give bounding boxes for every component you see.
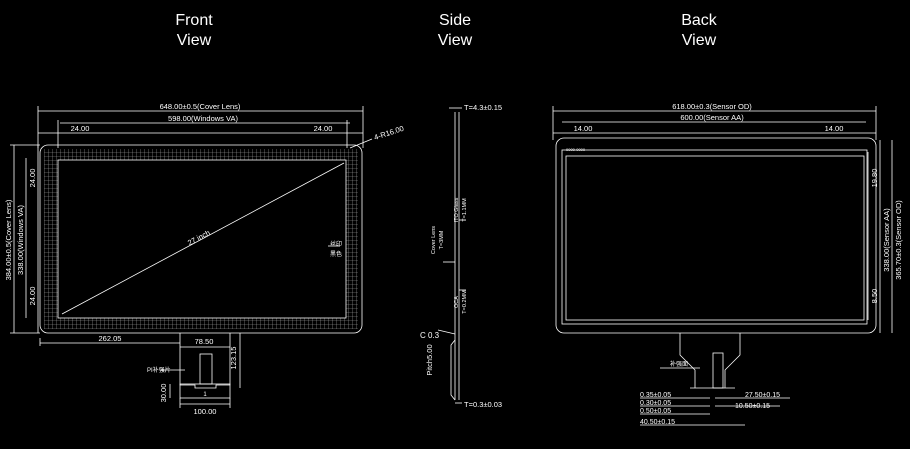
front-margin-top-label: 24.00 — [28, 169, 37, 188]
back-od-width-label: 618.00±0.3(Sensor OD) — [672, 102, 752, 111]
back-aa-height-label: 338.00(Sensor AA) — [882, 208, 891, 272]
front-silk-label-2: 黑色 — [330, 250, 342, 258]
front-fpc-slot — [199, 353, 213, 385]
front-va-width-label: 598.00(Windows VA) — [168, 114, 238, 123]
back-view-text: 618.00±0.3(Sensor OD) 600.00(Sensor AA) … — [566, 102, 903, 426]
front-fpc-outline — [179, 333, 231, 389]
back-dim-2: 0.30±0.05 — [640, 400, 671, 407]
back-od-height-label: 365.70±0.3(Sensor OD) — [894, 200, 903, 280]
front-viewing-area — [57, 159, 347, 319]
side-top-thickness-label: T=4.3±0.15 — [464, 103, 502, 112]
back-dim-right-1: 27.50±0.15 — [745, 392, 780, 399]
back-margin-left-label: 14.00 — [574, 124, 593, 133]
back-dim-1: 0.35±0.05 — [640, 392, 671, 399]
side-fpc-bend — [450, 339, 456, 401]
front-radius-leader — [349, 138, 373, 149]
back-fpc-slot — [712, 352, 724, 389]
front-view-title: Front View — [165, 11, 223, 51]
front-diagonal-line — [61, 162, 345, 315]
front-silk-label-1: 丝印 — [330, 240, 342, 248]
front-fpc-tail-height-label: 30.00 — [159, 384, 168, 403]
front-fpc-tail-width-label: 100.00 — [194, 407, 217, 416]
front-cover-height-label: 384.00±0.5(Cover Lens) — [4, 199, 13, 280]
back-title-line1: Back — [681, 12, 717, 29]
side-title-line1: Side — [438, 12, 472, 29]
side-cover-label-2: T=3MM — [439, 230, 445, 249]
back-margin-right-label: 14.00 — [825, 124, 844, 133]
front-view — [10, 106, 373, 408]
back-margin-top-label: 19.80 — [870, 169, 879, 188]
back-dim-right-2: 10.50±0.15 — [735, 403, 770, 410]
side-oca-label-2: T=0.2MM — [462, 290, 468, 314]
back-sensor-active-area-outer — [561, 149, 868, 325]
back-view-title: Back View — [670, 11, 728, 51]
front-title-line1: Front — [175, 12, 213, 29]
back-margin-bottom-label: 8.50 — [870, 289, 879, 304]
back-fpc-tail — [679, 333, 741, 388]
side-view-title: Side View — [427, 11, 483, 51]
side-bottom-thickness-label: T=0.3±0.03 — [464, 400, 502, 409]
back-title-line2: View — [681, 32, 717, 49]
front-cover-lens-outline — [39, 144, 363, 334]
back-sensor-outline — [555, 137, 877, 334]
front-fpc-width-label: 78.50 — [195, 337, 214, 346]
side-view-text: T=4.3±0.15 ITO Glass T=1.1MM Cover Lens … — [420, 103, 502, 409]
back-stiffener-label: 补强面 — [670, 360, 688, 368]
front-margin-left-label: 24.00 — [71, 124, 90, 133]
back-view — [552, 106, 893, 426]
front-fpc-tail — [179, 383, 231, 399]
front-pi-label: PI补强片 — [147, 366, 171, 374]
side-title-line2: View — [437, 32, 473, 49]
side-glass-label-1: ITO Glass — [454, 197, 460, 222]
back-dim-4: 40.50±0.15 — [640, 419, 675, 426]
front-fpc-pin-mark: 1 — [203, 392, 207, 398]
front-corner-radius-label: 4-R16.00 — [373, 124, 405, 142]
back-sensor-active-area — [565, 155, 865, 321]
front-margin-bottom-label: 24.00 — [28, 287, 37, 306]
front-cover-lens-width-label: 648.00±0.5(Cover Lens) — [160, 102, 241, 111]
front-title-line2: View — [176, 32, 212, 49]
side-view — [437, 107, 466, 404]
back-dim-3: 0.50±0.05 — [640, 408, 671, 415]
side-cover-label-1: Cover Lens — [431, 226, 437, 254]
side-chamfer-label: C 0.3 — [420, 331, 440, 340]
side-chamfer-leader — [437, 329, 456, 335]
front-margin-right-label: 24.00 — [314, 124, 333, 133]
back-aa-width-label: 600.00(Sensor AA) — [680, 113, 744, 122]
front-diagonal-label: 27 inch — [186, 228, 212, 247]
side-pitch-label: Pitch5.00 — [425, 344, 434, 375]
front-va-height-label: 338.00(Windows VA) — [16, 205, 25, 275]
side-oca-label-1: OCA — [454, 296, 460, 308]
side-glass-label-2: T=1.1MM — [462, 198, 468, 222]
back-part-code: 0000-0000 — [566, 147, 586, 152]
front-fpc-offset-label: 262.05 — [99, 334, 122, 343]
front-fpc-length-label: 123.15 — [229, 347, 238, 370]
